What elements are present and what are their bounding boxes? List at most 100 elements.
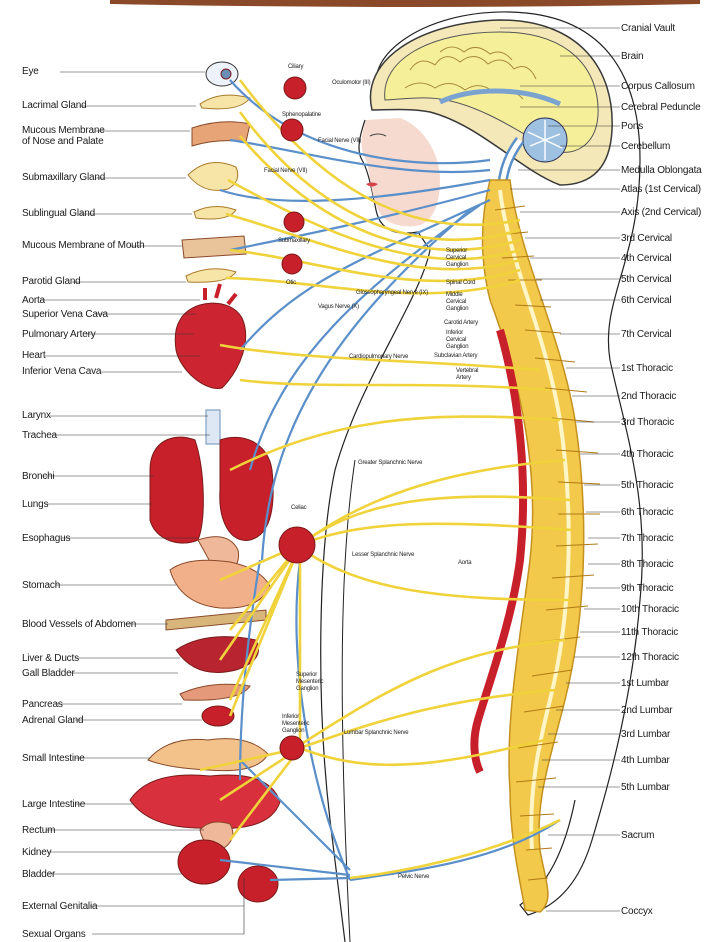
label-large-intestine: Large Intestine bbox=[22, 799, 85, 810]
adrenal-organ bbox=[202, 706, 234, 726]
label-pulmonary-artery: Pulmonary Artery bbox=[22, 329, 96, 340]
inner-label-vertebral-artery: Vertebral Artery bbox=[456, 368, 478, 382]
top-bar bbox=[110, 0, 700, 7]
label-axis: Axis (2nd Cervical) bbox=[621, 207, 701, 218]
submaxillary-organ bbox=[188, 163, 238, 191]
inferior-mesenteric-ganglion bbox=[280, 736, 304, 760]
label-parotid-gland: Parotid Gland bbox=[22, 276, 81, 287]
label-lungs: Lungs bbox=[22, 499, 48, 510]
inner-label-sphenopalatine: Sphenopalatine bbox=[282, 112, 321, 119]
inner-label-cardiopulmonary: Cardiopulmonary Nerve bbox=[349, 354, 408, 361]
label-kidney: Kidney bbox=[22, 847, 51, 858]
label-medulla-oblongata: Medulla Oblongata bbox=[621, 165, 702, 176]
label-coccyx: Coccyx bbox=[621, 906, 653, 917]
label-stomach: Stomach bbox=[22, 580, 60, 591]
label-submaxillary-gland: Submaxillary Gland bbox=[22, 172, 105, 183]
lacrimal-gland-organ bbox=[200, 95, 250, 109]
parotid-organ bbox=[186, 269, 236, 282]
inner-label-pelvic-nerve: Pelvic Nerve bbox=[398, 874, 429, 881]
inner-label-facial-nerve-2: Facial Nerve (VII) bbox=[264, 168, 307, 175]
otic-ganglion bbox=[282, 254, 302, 274]
label-liver-ducts: Liver & Ducts bbox=[22, 653, 79, 664]
label-bronchi: Bronchi bbox=[22, 471, 55, 482]
label-4th-lumbar: 4th Lumbar bbox=[621, 755, 670, 766]
inner-label-superior-mesenteric-ganglion: Superior Mesenteric Ganglion bbox=[296, 672, 323, 693]
label-larynx: Larynx bbox=[22, 410, 51, 421]
inner-label-inferior-mesenteric-ganglion: Inferior Mesenteric Ganglion bbox=[282, 714, 309, 735]
small-intestine-organ bbox=[148, 739, 268, 771]
label-small-intestine: Small Intestine bbox=[22, 753, 85, 764]
label-bladder: Bladder bbox=[22, 869, 55, 880]
label-cerebral-peduncle: Cerebral Peduncle bbox=[621, 102, 700, 113]
heart-organ bbox=[175, 303, 245, 388]
label-inferior-vena-cava: Inferior Vena Cava bbox=[22, 366, 101, 377]
label-4th-thoracic: 4th Thoracic bbox=[621, 449, 673, 460]
label-10th-thoracic: 10th Thoracic bbox=[621, 604, 679, 615]
label-7th-cervical: 7th Cervical bbox=[621, 329, 671, 340]
label-7th-thoracic: 7th Thoracic bbox=[621, 533, 673, 544]
label-2nd-lumbar: 2nd Lumbar bbox=[621, 705, 672, 716]
inner-label-spinal-cord: Spinal Cord bbox=[446, 280, 475, 287]
label-gall-bladder: Gall Bladder bbox=[22, 668, 75, 679]
label-5th-lumbar: 5th Lumbar bbox=[621, 782, 670, 793]
celiac-ganglion bbox=[279, 527, 315, 563]
label-3rd-thoracic: 3rd Thoracic bbox=[621, 417, 674, 428]
inner-label-subclavian-artery: Subclavian Artery bbox=[434, 353, 477, 360]
label-pancreas: Pancreas bbox=[22, 699, 63, 710]
label-mucous-membrane-nose-palate: Mucous Membrane of Nose and Palate bbox=[22, 125, 105, 147]
inner-label-superior-cervical-ganglion: Superior Cervical Ganglion bbox=[446, 248, 468, 269]
label-mucous-membrane-mouth: Mucous Membrane of Mouth bbox=[22, 240, 144, 251]
label-pons: Pons bbox=[621, 121, 643, 132]
submaxillary-ganglion bbox=[284, 212, 304, 232]
label-8th-thoracic: 8th Thoracic bbox=[621, 559, 673, 570]
label-corpus-callosum: Corpus Callosum bbox=[621, 81, 695, 92]
label-cranial-vault: Cranial Vault bbox=[621, 23, 675, 34]
kidney-organ bbox=[178, 840, 230, 884]
inner-label-celiac: Celiac bbox=[291, 505, 306, 512]
inner-label-inferior-cervical-ganglion: Inferior Cervical Ganglion bbox=[446, 330, 468, 351]
inner-label-glossopharyngeal: Glossopharyngeal Nerve (IX) bbox=[356, 290, 428, 297]
inner-label-ciliary: Ciliary bbox=[288, 64, 303, 71]
label-esophagus: Esophagus bbox=[22, 533, 70, 544]
label-6th-thoracic: 6th Thoracic bbox=[621, 507, 673, 518]
label-rectum: Rectum bbox=[22, 825, 55, 836]
inner-label-facial-nerve-1: Facial Nerve (VII) bbox=[318, 138, 361, 145]
label-atlas: Atlas (1st Cervical) bbox=[621, 184, 701, 195]
label-sacrum: Sacrum bbox=[621, 830, 654, 841]
label-6th-cervical: 6th Cervical bbox=[621, 295, 671, 306]
label-heart: Heart bbox=[22, 350, 45, 361]
label-sexual-organs: Sexual Organs bbox=[22, 929, 86, 940]
inner-label-lumbar-splanchnic: Lumbar Splanchnic Nerve bbox=[344, 730, 408, 737]
label-3rd-cervical: 3rd Cervical bbox=[621, 233, 672, 244]
label-aorta: Aorta bbox=[22, 295, 45, 306]
label-cerebellum: Cerebellum bbox=[621, 141, 670, 152]
label-blood-vessels-abdomen: Blood Vessels of Abdomen bbox=[22, 619, 136, 630]
sphenopalatine-ganglion bbox=[281, 119, 303, 141]
inner-label-carotid-artery: Carotid Artery bbox=[444, 320, 478, 327]
label-adrenal-gland: Adrenal Gland bbox=[22, 715, 83, 726]
label-lacrimal-gland: Lacrimal Gland bbox=[22, 100, 86, 111]
label-1st-thoracic: 1st Thoracic bbox=[621, 363, 673, 374]
label-sublingual-gland: Sublingual Gland bbox=[22, 208, 95, 219]
label-eye: Eye bbox=[22, 66, 39, 77]
label-trachea: Trachea bbox=[22, 430, 57, 441]
label-external-genitalia: External Genitalia bbox=[22, 901, 97, 912]
trachea-organ bbox=[206, 410, 220, 444]
label-2nd-thoracic: 2nd Thoracic bbox=[621, 391, 676, 402]
inner-label-middle-cervical-ganglion: Middle Cervical Ganglion bbox=[446, 292, 468, 313]
inner-label-greater-splanchnic: Greater Splanchnic Nerve bbox=[358, 460, 422, 467]
label-4th-cervical: 4th Cervical bbox=[621, 253, 671, 264]
label-5th-thoracic: 5th Thoracic bbox=[621, 480, 673, 491]
label-12th-thoracic: 12th Thoracic bbox=[621, 652, 679, 663]
sublingual-organ bbox=[194, 206, 236, 219]
label-brain: Brain bbox=[621, 51, 643, 62]
inner-label-aorta-inner: Aorta bbox=[458, 560, 471, 567]
label-3rd-lumbar: 3rd Lumbar bbox=[621, 729, 670, 740]
ciliary-ganglion bbox=[284, 77, 306, 99]
inner-label-vagus-nerve: Vagus Nerve (X) bbox=[318, 304, 359, 311]
inner-label-otic: Otic bbox=[286, 280, 296, 287]
inner-label-lesser-splanchnic: Lesser Splanchnic Nerve bbox=[352, 552, 414, 559]
label-5th-cervical: 5th Cervical bbox=[621, 274, 671, 285]
label-11th-thoracic: 11th Thoracic bbox=[621, 627, 678, 638]
